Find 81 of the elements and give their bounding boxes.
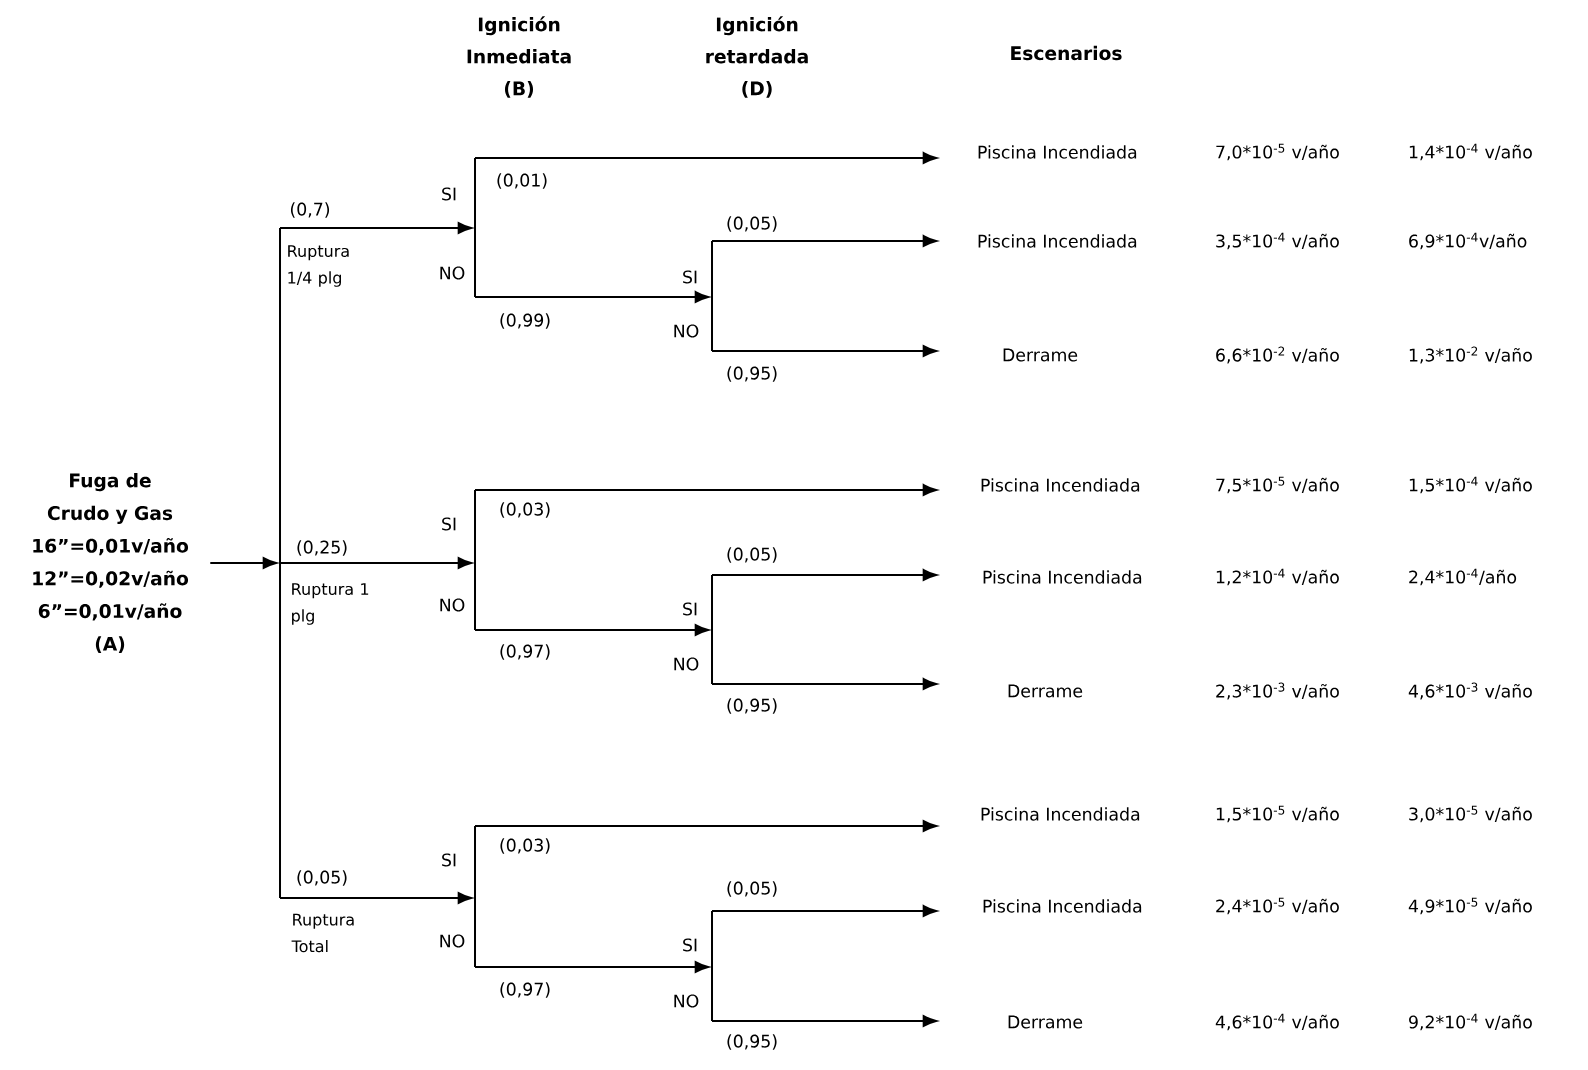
scenario-label: Piscina Incendiada <box>978 234 1137 248</box>
scenario-label: Piscina Incendiada <box>983 570 1142 584</box>
branch-label: NO <box>674 324 699 338</box>
column-heading: Ignición retardada (D) <box>706 16 808 98</box>
edge-label: (0,95) <box>724 1032 780 1052</box>
scenario-label: Piscina Incendiada <box>978 145 1137 159</box>
arrow <box>474 624 709 636</box>
scenario-label: Piscina Incendiada <box>983 899 1142 913</box>
branch-label: NO <box>674 657 699 671</box>
arrow <box>209 557 277 569</box>
arrow <box>279 892 472 904</box>
column-heading: Ignición Inmediata (B) <box>467 16 571 98</box>
frequency-value: 2,3*10$^{-3}$ v/año <box>1216 682 1339 700</box>
arrow <box>279 222 472 234</box>
branch-label: NO <box>674 994 699 1008</box>
frequency-value: 9,2*10$^{-4}$ v/año <box>1409 1013 1532 1031</box>
frequency-value: 4,6*10$^{-3}$ v/año <box>1408 682 1532 700</box>
edge-label: (0,99) <box>497 311 553 331</box>
arrow <box>474 961 709 973</box>
edge-label: (0,95) <box>724 364 780 384</box>
frequency-value: 1,4*10$^{-4}$ v/año <box>1409 143 1532 161</box>
arrow <box>711 345 937 357</box>
branch-line <box>474 825 476 968</box>
frequency-value: 2,4*10$^{-4}$/año <box>1409 568 1517 586</box>
arrow <box>279 557 472 569</box>
branch-line <box>711 574 713 685</box>
frequency-value: 1,5*10$^{-4}$ v/año <box>1409 476 1532 494</box>
edge-label: (0,03) <box>497 500 553 520</box>
frequency-value: 1,2*10$^{-4}$ v/año <box>1216 568 1339 586</box>
frequency-value: 3,5*10$^{-4}$ v/año <box>1216 232 1339 250</box>
frequency-value: 7,0*10$^{-5}$ v/año <box>1216 143 1339 161</box>
frequency-value: 6,9*10$^{-4}$v/año <box>1409 232 1527 250</box>
edge-label: (0,05) <box>724 214 780 234</box>
branch-line <box>279 227 281 899</box>
edge-label: (0,05) <box>294 868 350 888</box>
arrow <box>711 235 937 247</box>
frequency-value: 3,0*10$^{-5}$ v/año <box>1409 805 1532 823</box>
branch-line <box>711 910 713 1022</box>
edge-label: (0,01) <box>494 171 550 191</box>
edge-label: (0,97) <box>497 642 553 662</box>
frequency-value: 6,6*10$^{-2}$ v/año <box>1216 346 1339 364</box>
arrow <box>711 569 937 581</box>
branch-line <box>474 157 476 298</box>
branch-label: SI <box>442 517 456 531</box>
scenario-label: Piscina Incendiada <box>981 807 1140 821</box>
edge-label: (0,25) <box>294 538 350 558</box>
initiating-event-text: Fuga de Crudo y Gas 16”=0,01v/año 12”=0,02v/año 6”=0,01v/año (A) <box>33 473 189 653</box>
edge-label: (0,05) <box>724 545 780 565</box>
branch-label: SI <box>683 270 697 284</box>
arrow <box>711 678 937 690</box>
branch-label: SI <box>683 602 697 616</box>
scenario-label: Derrame <box>1008 684 1083 698</box>
arrow <box>711 1015 937 1027</box>
frequency-value: 4,9*10$^{-5}$ v/año <box>1408 897 1532 915</box>
branch-line <box>711 240 713 352</box>
frequency-value: 1,5*10$^{-5}$ v/año <box>1216 805 1339 823</box>
frequency-value: 1,3*10$^{-2}$ v/año <box>1409 346 1532 364</box>
branch-label: Ruptura Total <box>291 913 354 953</box>
edge-label: (0,03) <box>497 836 553 856</box>
scenario-label: Derrame <box>1008 1015 1083 1029</box>
arrow <box>474 152 937 164</box>
arrow <box>474 820 937 832</box>
branch-line <box>474 489 476 631</box>
scenario-label: Derrame <box>1003 348 1078 362</box>
scenario-label: Piscina Incendiada <box>981 478 1140 492</box>
edge-label: (0,97) <box>497 980 553 1000</box>
branch-label: Ruptura 1 plg <box>292 583 369 625</box>
branch-label: SI <box>683 938 697 952</box>
column-heading: Escenarios <box>1011 45 1122 61</box>
arrow <box>474 291 709 303</box>
frequency-value: 2,4*10$^{-5}$ v/año <box>1216 897 1339 915</box>
branch-label: SI <box>442 853 456 867</box>
branch-label: SI <box>442 187 456 201</box>
frequency-value: 7,5*10$^{-5}$ v/año <box>1216 476 1339 494</box>
edge-label: (0,7) <box>288 200 332 220</box>
arrow <box>711 905 937 917</box>
arrow <box>474 484 937 496</box>
edge-label: (0,05) <box>724 879 780 899</box>
frequency-value: 4,6*10$^{-4}$ v/año <box>1215 1013 1339 1031</box>
edge-label: (0,95) <box>724 696 780 716</box>
branch-label: Ruptura 1/4 plg <box>288 245 349 287</box>
